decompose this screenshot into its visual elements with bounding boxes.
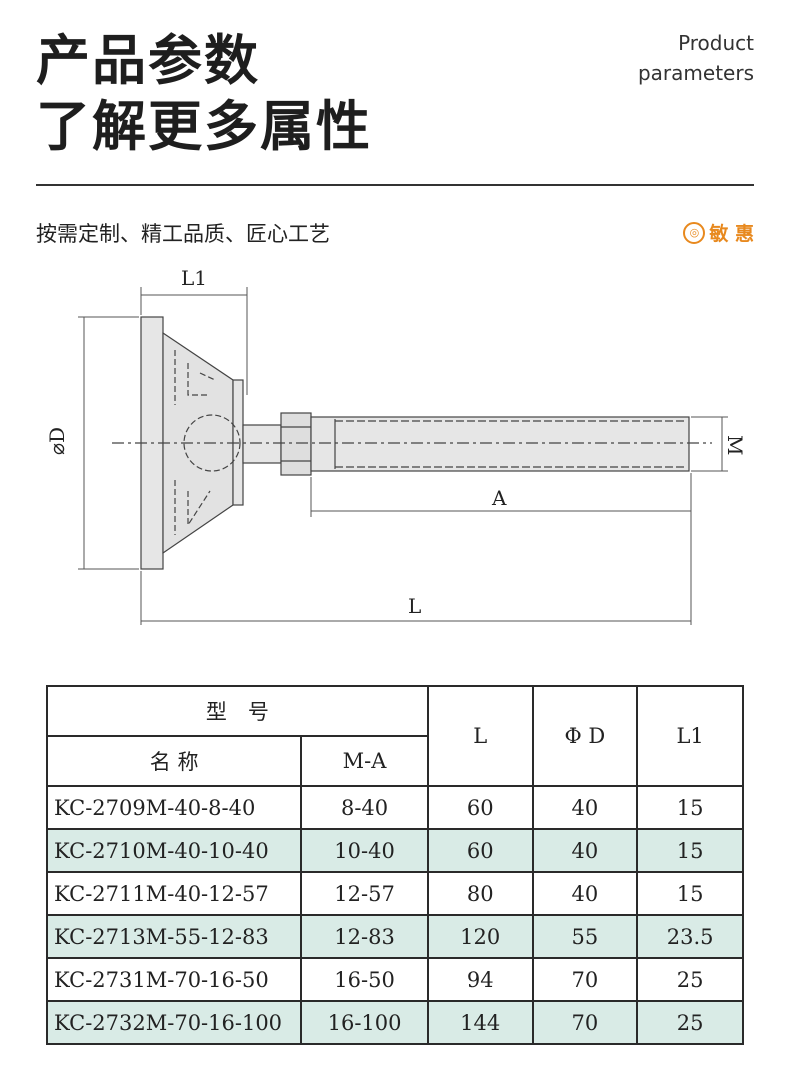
cell-name: KC-2710M-40-10-40 — [45, 828, 303, 873]
brand-name: 敏 惠 — [709, 223, 754, 245]
cell-name: KC-2731M-70-16-50 — [45, 957, 303, 1002]
label-a: A — [491, 486, 507, 510]
hidden-lines — [174, 350, 216, 535]
cell-l: 144 — [426, 1000, 534, 1045]
cell-l1: 25 — [636, 1000, 744, 1045]
ball-joint — [183, 414, 241, 472]
cell-l1: 15 — [636, 871, 744, 916]
thread-lines — [335, 420, 685, 468]
label-l1: L1 — [181, 266, 207, 290]
header-ma: M-A — [300, 735, 429, 787]
english-title-line-1: Product — [678, 31, 754, 55]
label-d: ⌀D — [45, 427, 69, 455]
cell-ma: 10-40 — [300, 828, 429, 873]
cell-ma: 16-100 — [300, 1000, 429, 1045]
table-row: KC-2713M-55-12-83 12-83 120 55 23.5 — [45, 914, 744, 959]
technical-drawing: L1 ⌀D M A L — [45, 266, 747, 625]
cell-d: 70 — [531, 957, 639, 1002]
brand: ◎ 敏 惠 — [683, 219, 754, 246]
label-l: L — [408, 594, 421, 618]
cell-d: 70 — [531, 1000, 639, 1045]
table-header-row-1: 型 号 L Φ D L1 — [46, 685, 744, 787]
cell-name: KC-2711M-40-12-57 — [45, 871, 303, 916]
cell-l: 94 — [426, 957, 534, 1002]
header-divider — [36, 184, 754, 186]
table-row: KC-2710M-40-10-40 10-40 60 40 15 — [45, 828, 744, 873]
table-row: KC-2709M-40-8-40 8-40 60 40 15 — [45, 785, 744, 830]
cell-d: 40 — [531, 871, 639, 916]
cell-ma: 12-57 — [300, 871, 429, 916]
header-l1: L1 — [636, 685, 744, 787]
cell-ma: 16-50 — [300, 957, 429, 1002]
header-l: L — [426, 685, 534, 787]
spec-table: 型 号 L Φ D L1 名 称 M-A KC-2709M-40-8-40 8-… — [45, 685, 744, 1045]
table-row: KC-2711M-40-12-57 12-57 80 40 15 — [45, 871, 744, 916]
table-header-row-2: 名 称 M-A — [45, 735, 743, 787]
cell-l1: 15 — [636, 785, 744, 830]
cell-l: 60 — [426, 785, 534, 830]
title-line-2: 了解更多属性 — [36, 95, 372, 158]
cell-name: KC-2709M-40-8-40 — [45, 785, 303, 830]
cell-l1: 15 — [636, 828, 744, 873]
label-m: M — [723, 435, 747, 455]
table-row: KC-2731M-70-16-50 16-50 94 70 25 — [45, 957, 744, 1002]
english-title-line-2: parameters — [637, 61, 754, 85]
cell-d: 40 — [531, 828, 639, 873]
title-line-1: 产品参数 — [36, 29, 260, 92]
threaded-rod — [310, 416, 690, 472]
cell-l: 120 — [426, 914, 534, 959]
tagline: 按需定制、精工品质、匠心工艺 — [36, 222, 330, 246]
english-title: Product parameters — [638, 28, 754, 88]
cell-l1: 25 — [636, 957, 744, 1002]
header-d: Φ D — [531, 685, 639, 787]
cell-l: 60 — [426, 828, 534, 873]
cell-l: 80 — [426, 871, 534, 916]
page-title: 产品参数 了解更多属性 — [36, 28, 372, 160]
cell-ma: 8-40 — [300, 785, 429, 830]
brand-logo-icon: ◎ — [683, 221, 706, 244]
cell-d: 55 — [531, 914, 639, 959]
cell-name: KC-2713M-55-12-83 — [45, 914, 303, 959]
cell-l1: 23.5 — [636, 914, 744, 959]
header-model: 型 号 — [46, 685, 429, 737]
cell-name: KC-2732M-70-16-100 — [45, 1000, 303, 1045]
table-row: KC-2732M-70-16-100 16-100 144 70 25 — [45, 1000, 744, 1045]
cell-d: 40 — [531, 785, 639, 830]
header-name: 名 称 — [45, 735, 303, 787]
neck — [242, 424, 282, 464]
hex-nut — [280, 412, 312, 476]
cell-ma: 12-83 — [300, 914, 429, 959]
